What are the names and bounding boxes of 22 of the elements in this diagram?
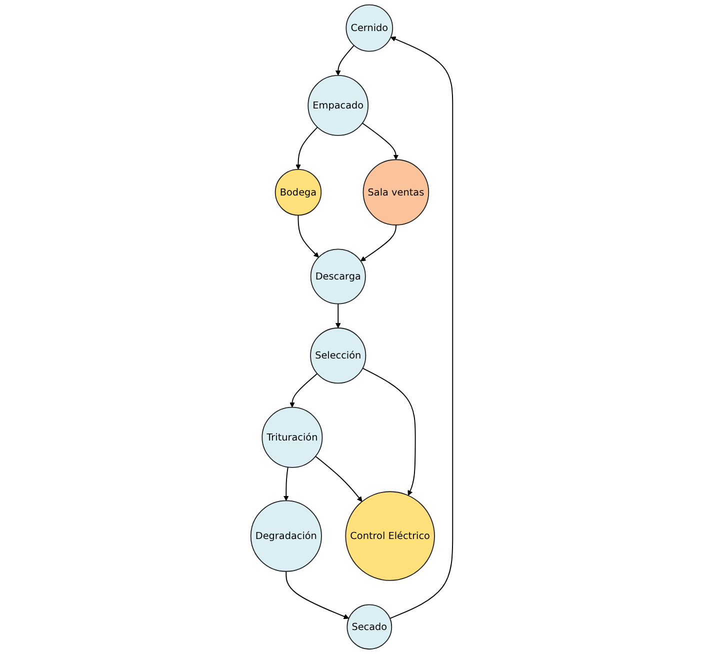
node-circle: Cernido [346,4,394,52]
arrow [336,44,355,76]
node-circle: Sala ventas [363,159,430,226]
arrow [315,456,363,502]
node-circle: Secado [346,604,392,650]
arrow [360,224,397,262]
arrow [390,36,454,619]
arrow [362,368,416,496]
arrow [290,373,318,408]
arrow [362,122,399,160]
node-circle: Degradación [250,500,322,572]
arrow [336,303,342,328]
node-circle: Bodega [275,168,322,216]
arrow [286,570,350,620]
arrow [296,126,318,170]
node-circle: Selección [310,328,366,384]
node-circle: Trituración [262,406,323,468]
node-circle: Empacado [308,75,369,136]
node-circle: Control Eléctrico [345,491,436,581]
node-circle: Descarga [310,248,366,304]
arrow [284,466,290,501]
arrow [298,214,320,258]
